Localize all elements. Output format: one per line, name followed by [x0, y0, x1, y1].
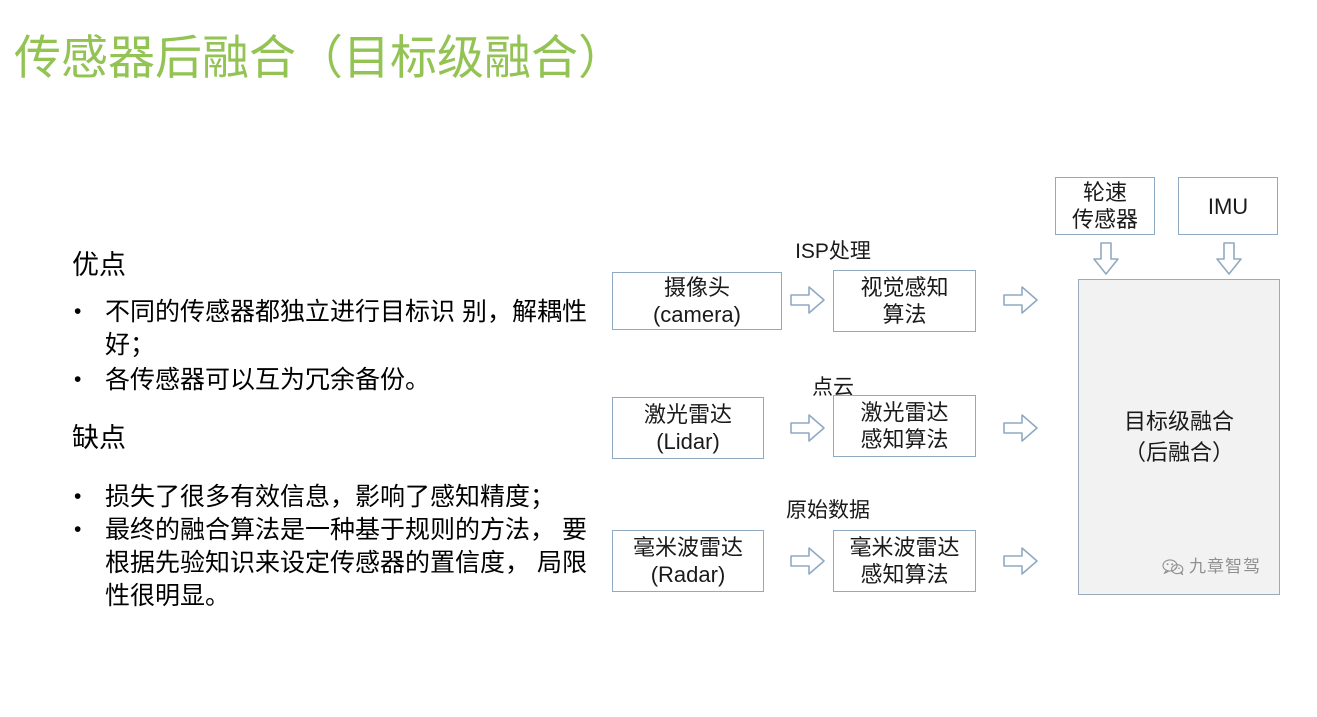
node-label-line: 目标级融合: [1123, 409, 1234, 434]
node-label-line: (Radar): [650, 562, 726, 587]
list-item: 损失了很多有效信息，影响了感知精度；: [72, 480, 592, 514]
bullet-line: 别，解耦性好；: [105, 298, 587, 359]
page-title: 传感器后融合（目标级融合）: [14, 31, 625, 84]
node-label-line: 轮速: [1082, 180, 1127, 205]
arrow-right-icon: [790, 546, 826, 576]
watermark: 九章智驾: [1162, 557, 1261, 577]
cons-heading: 缺点: [72, 423, 126, 453]
arrow-right-icon: [1003, 413, 1039, 443]
arrow-right-icon: [1003, 285, 1039, 315]
fusion-architecture-diagram: 轮速 传感器 IMU ISP处理 摄像头 (camera) 视觉感知 算法 点云: [600, 160, 1317, 630]
node-label-line: 激光雷达: [643, 402, 732, 427]
node-label-line: 毫米波雷达: [632, 535, 743, 560]
list-item: 各传感器可以互为冗余备份。: [72, 363, 592, 397]
node-label-line: 感知算法: [860, 562, 949, 587]
wechat-icon: [1162, 559, 1184, 575]
bullet-line: 局限性很明显。: [105, 549, 587, 610]
node-label-line: 摄像头: [663, 275, 730, 300]
cons-bullet-list: 损失了很多有效信息，影响了感知精度； 最终的融合算法是一种基于规则的方法， 要根…: [72, 480, 592, 613]
edge-label-point-cloud: 点云: [812, 376, 854, 399]
cons-block: 缺点 损失了很多有效信息，影响了感知精度； 最终的融合算法是一种基于规则的方法，…: [72, 421, 592, 613]
node-vision-perception-algorithm: 视觉感知 算法: [833, 270, 976, 332]
pros-block: 优点 不同的传感器都独立进行目标识 别，解耦性好； 各传感器可以互为冗余备份。: [72, 248, 592, 397]
node-label-line: 算法: [882, 302, 927, 327]
node-lidar-perception-algorithm: 激光雷达 感知算法: [833, 395, 976, 457]
bullet-line: 不同的传感器都独立进行目标识: [105, 298, 456, 326]
node-label-line: 传感器: [1071, 207, 1138, 232]
arrow-right-icon: [790, 285, 826, 315]
node-label-line: 感知算法: [860, 427, 949, 452]
bullet-line: 损失了很多有效信息，影响了感知精度；: [105, 483, 556, 511]
node-object-level-fusion: 目标级融合 （后融合）: [1078, 279, 1280, 595]
pros-bullet-list: 不同的传感器都独立进行目标识 别，解耦性好； 各传感器可以互为冗余备份。: [72, 295, 592, 397]
node-label-line: IMU: [1207, 193, 1249, 219]
node-radar-perception-algorithm: 毫米波雷达 感知算法: [833, 530, 976, 592]
node-wheel-speed-sensor: 轮速 传感器: [1055, 177, 1155, 235]
node-label-line: (camera): [652, 302, 741, 327]
list-item: 最终的融合算法是一种基于规则的方法， 要根据先验知识来设定传感器的置信度， 局限…: [72, 513, 592, 613]
bullet-line: 各传感器可以互为冗余备份。: [105, 366, 431, 394]
node-label-line: （后融合）: [1123, 440, 1234, 465]
advantages-disadvantages-panel: 优点 不同的传感器都独立进行目标识 别，解耦性好； 各传感器可以互为冗余备份。 …: [72, 248, 592, 613]
pros-heading: 优点: [72, 250, 126, 280]
list-item: 不同的传感器都独立进行目标识 别，解耦性好；: [72, 295, 592, 362]
node-label-line: 毫米波雷达: [849, 535, 960, 560]
bullet-line: 要根据先验知识来设定传感器的置信度，: [105, 516, 587, 577]
node-label-line: 激光雷达: [860, 400, 949, 425]
node-lidar: 激光雷达 (Lidar): [612, 397, 764, 459]
edge-label-raw-data: 原始数据: [786, 499, 870, 522]
node-label-line: 视觉感知: [860, 275, 949, 300]
arrow-down-icon: [1215, 242, 1243, 276]
bullet-line: 最终的融合算法是一种基于规则的方法，: [105, 516, 556, 544]
watermark-label: 九章智驾: [1189, 557, 1261, 576]
edge-label-isp: ISP处理: [795, 240, 871, 263]
node-camera: 摄像头 (camera): [612, 272, 782, 330]
arrow-down-icon: [1092, 242, 1120, 276]
node-imu: IMU: [1178, 177, 1278, 235]
node-radar: 毫米波雷达 (Radar): [612, 530, 764, 592]
node-label-line: (Lidar): [656, 429, 720, 454]
arrow-right-icon: [1003, 546, 1039, 576]
arrow-right-icon: [790, 413, 826, 443]
